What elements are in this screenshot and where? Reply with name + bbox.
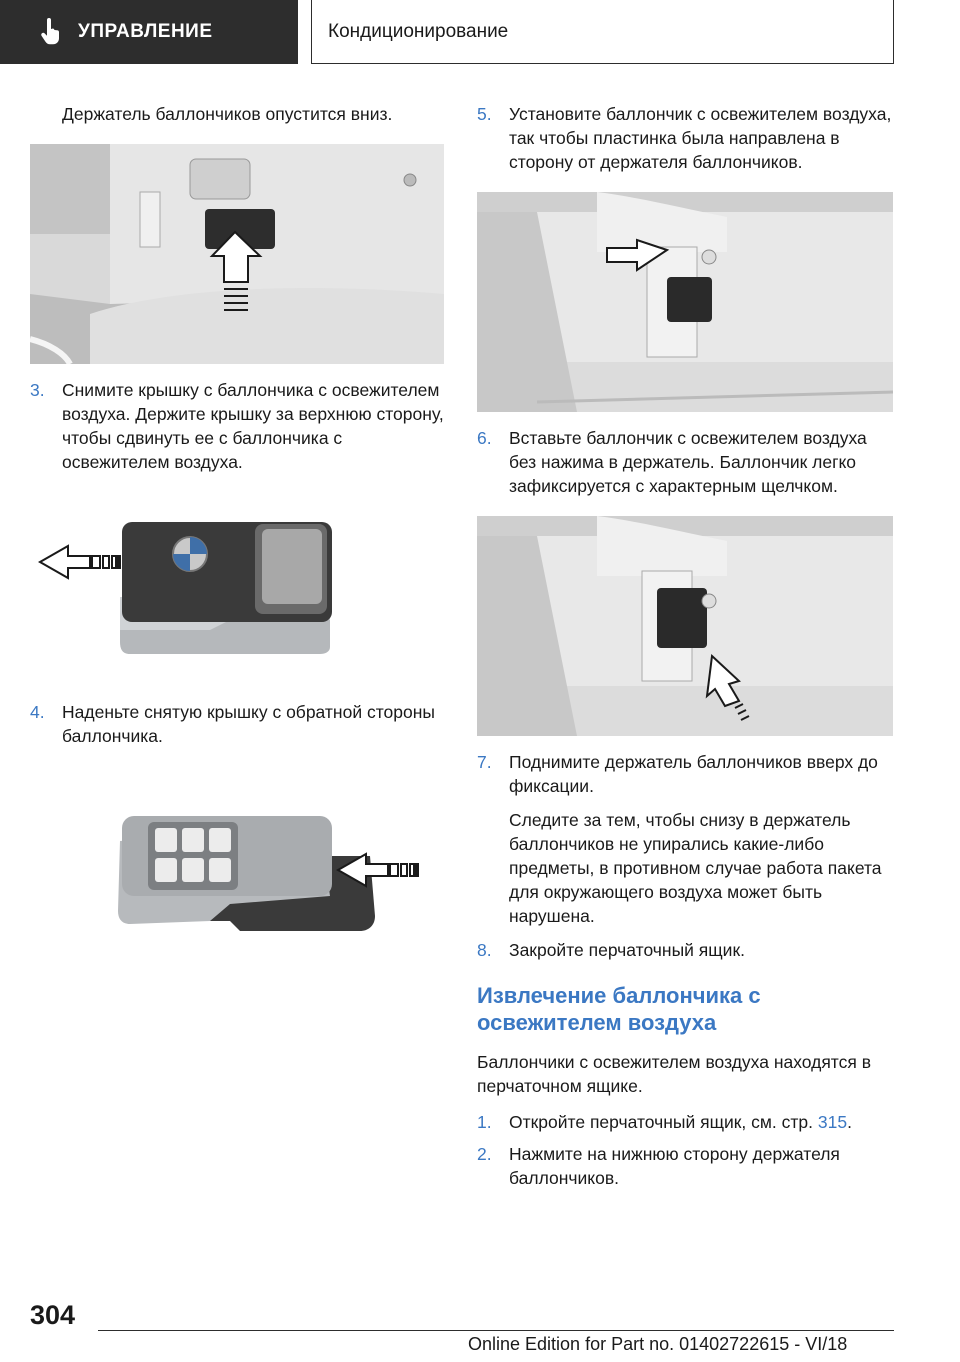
step-number: 3. xyxy=(30,380,45,400)
footer-rule xyxy=(98,1330,894,1331)
cartridge-cover-photo xyxy=(30,502,444,672)
subsection-box: Кондиционирование xyxy=(311,0,894,64)
step-number: 1. xyxy=(477,1112,492,1132)
step-text: Наденьте снятую крышку с обратной сто­ро… xyxy=(62,702,435,746)
subsection-title: Кондиционирование xyxy=(328,20,509,42)
step-text: Нажмите на нижнюю сторону держателя балл… xyxy=(509,1144,840,1188)
step-text: Вставьте баллончик с освежителем воз­дух… xyxy=(509,428,867,496)
step-number: 7. xyxy=(477,752,492,772)
step-text: Снимите крышку с баллончика с освежите­л… xyxy=(62,380,444,472)
footer-edition: Online Edition for Part no. 01402722615 … xyxy=(468,1334,848,1354)
step-text: Откройте перчаточный ящик, см. стр. 315. xyxy=(509,1110,893,1134)
step-number: 8. xyxy=(477,940,492,960)
step-text: Установите баллончик с освежителем воз­д… xyxy=(509,104,892,172)
section-heading: Извлечение баллончика с освежителем возд… xyxy=(477,983,761,1035)
step-7: 7. Поднимите держатель баллончиков вверх… xyxy=(477,750,893,798)
step-1: 1. Откройте перчаточный ящик, см. стр. 3… xyxy=(477,1110,893,1134)
step-number: 6. xyxy=(477,428,492,448)
pointing-hand-icon xyxy=(41,18,59,45)
step-8: 8. Закройте перчаточный ящик. xyxy=(477,938,893,962)
step-text: Поднимите держатель баллончиков вверх до… xyxy=(509,752,878,796)
step-3: 3. Снимите крышку с баллончика с освежит… xyxy=(30,378,444,474)
step-text: Закройте перчаточный ящик. xyxy=(509,940,745,960)
step-7-note: Следите за тем, чтобы снизу в держатель … xyxy=(509,810,882,926)
right-column: 5. Установите баллончик с освежителем во… xyxy=(477,102,893,1190)
section-paragraph: Баллончики с освежителем воздуха находят… xyxy=(477,1052,872,1096)
left-column: Держатель баллончиков опустится вниз. 3.… xyxy=(30,102,444,956)
step-number: 5. xyxy=(477,104,492,124)
step-4: 4. Наденьте снятую крышку с обратной сто… xyxy=(30,700,444,748)
cartridge-installed-photo xyxy=(477,516,893,736)
step-6: 6. Вставьте баллончик с освежителем воз­… xyxy=(477,426,893,498)
cartridge-back-photo xyxy=(30,786,444,956)
page-link[interactable]: 315 xyxy=(817,1112,848,1132)
step-1-text: Откройте перчаточный ящик, см. стр. xyxy=(509,1112,818,1132)
glovebox-holder-photo xyxy=(30,144,444,364)
step-1-end: . xyxy=(847,1112,852,1132)
section-title: УПРАВЛЕНИЕ xyxy=(78,21,213,42)
page-number: 304 xyxy=(30,1300,76,1330)
section-tab: УПРАВЛЕНИЕ xyxy=(0,0,298,64)
step-2: 2. Нажмите на нижнюю сторону держателя б… xyxy=(477,1142,893,1190)
intro-text: Держатель баллончиков опустится вниз. xyxy=(62,104,393,124)
step-number: 4. xyxy=(30,702,45,722)
insert-cartridge-photo xyxy=(477,192,893,412)
step-number: 2. xyxy=(477,1144,492,1164)
step-5: 5. Установите баллончик с освежителем во… xyxy=(477,102,893,174)
